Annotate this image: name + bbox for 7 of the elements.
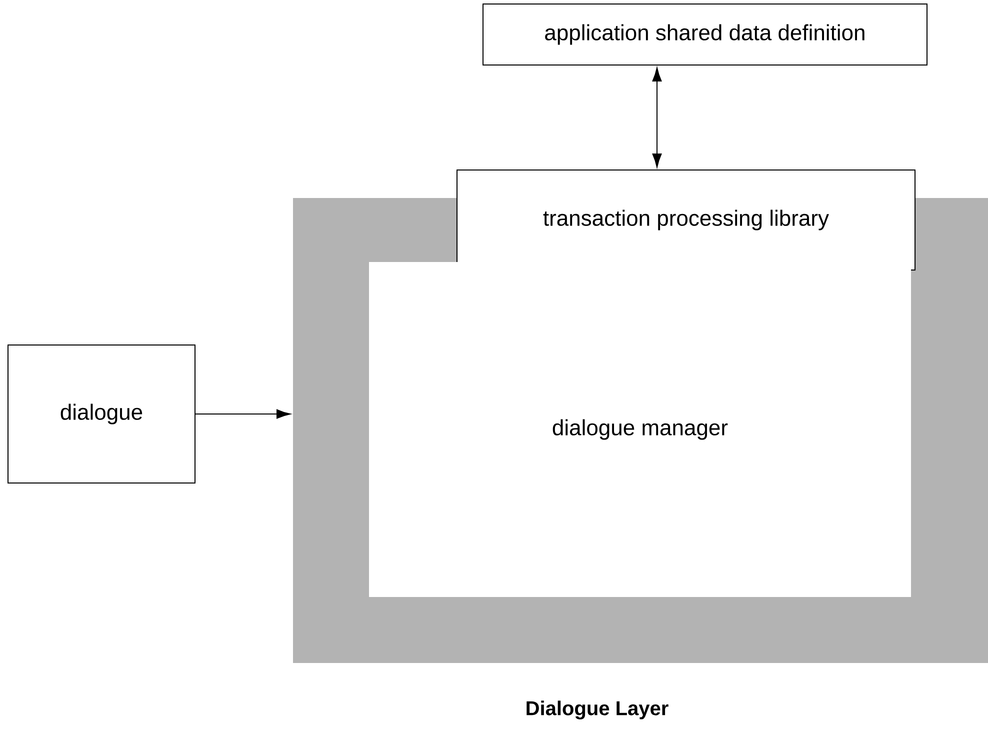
caption: Dialogue Layer [526, 700, 668, 720]
library-box: transaction processing library [456, 170, 916, 270]
arrow [652, 67, 662, 168]
dialogue-box: dialogue [8, 344, 196, 484]
node-label: dialogue manager [552, 419, 728, 440]
arrow [195, 409, 291, 419]
data-definition-box: application shared data definition [482, 4, 928, 66]
